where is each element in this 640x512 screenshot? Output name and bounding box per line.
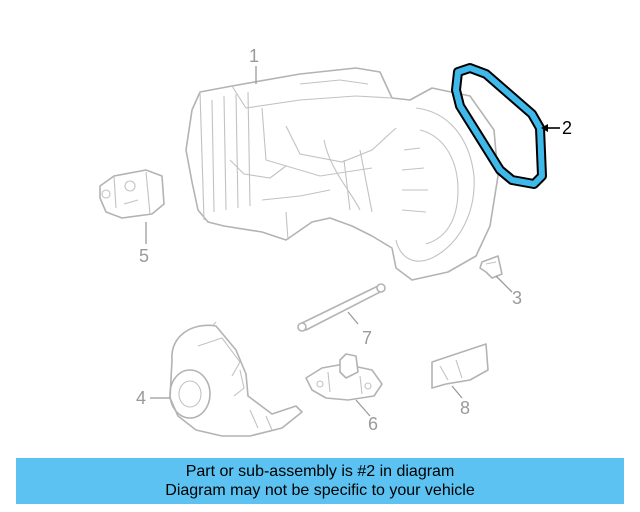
leader-8 — [451, 385, 463, 399]
part-5-actuator[interactable] — [99, 169, 165, 219]
leader-3 — [495, 275, 513, 293]
part-7-rod[interactable] — [297, 283, 386, 332]
leader-6 — [355, 399, 371, 417]
part-1-housing[interactable] — [185, 67, 499, 281]
part-8-cover[interactable] — [431, 343, 489, 389]
banner-line-2: Diagram may not be specific to your vehi… — [165, 482, 475, 499]
banner-line-1: Part or sub-assembly is #2 in diagram — [185, 463, 455, 480]
callout-6[interactable]: 6 — [368, 414, 378, 434]
parts-diagram: 1 2 3 4 5 6 — [99, 46, 572, 437]
part-2-seal-highlighted[interactable] — [451, 63, 547, 189]
seal-highlight — [453, 65, 545, 187]
callout-8[interactable]: 8 — [460, 398, 470, 418]
callout-1[interactable]: 1 — [249, 46, 259, 66]
leader-7 — [347, 311, 359, 325]
callout-5[interactable]: 5 — [139, 246, 149, 266]
part-3-bracket[interactable] — [479, 255, 503, 279]
info-banner: Part or sub-assembly is #2 in diagram Di… — [16, 458, 624, 504]
callout-3[interactable]: 3 — [512, 288, 522, 308]
part-4-blower-housing[interactable] — [169, 321, 303, 437]
callout-4[interactable]: 4 — [136, 388, 146, 408]
arrow-2 — [541, 124, 548, 132]
callout-7[interactable]: 7 — [362, 328, 372, 348]
callout-2[interactable]: 2 — [562, 118, 572, 138]
part-6-mount[interactable] — [305, 353, 383, 401]
